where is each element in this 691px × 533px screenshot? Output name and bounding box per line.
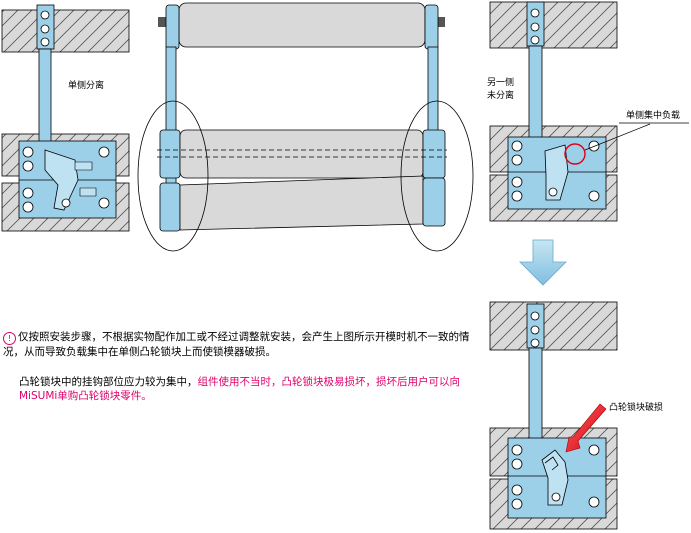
screw-icon: [98, 146, 110, 158]
axle-pin: [437, 17, 445, 27]
note-paragraph-2: 凸轮锁块中的挂钩部位应力较为集中，组件使用不当时，凸轮锁块极易损坏，损坏后用户可…: [3, 375, 473, 403]
note-text-1: 仅按照安装步骤，不根据实物配作加工或不经过调整就安装，会产生上图所示开模时机不一…: [3, 331, 470, 358]
label-single-side-separation: 单侧分离: [68, 81, 105, 91]
screw-icon: [22, 160, 34, 172]
note-text-2: 凸轮锁块中的挂钩部位应力较为集中，: [19, 376, 198, 388]
screw-icon: [98, 197, 110, 209]
damage-arrow-icon: [565, 403, 607, 453]
bottom-roller: [179, 175, 424, 231]
panel-cam-lock-damaged: [489, 301, 618, 530]
notes-block: !仅按照安装步骤，不根据实物配作加工或不经过调整就安装，会产生上图所示开模时机不…: [3, 330, 473, 419]
down-arrow-icon: [519, 239, 567, 286]
top-roller: [178, 2, 426, 48]
label-other-side-line2: 未分离: [487, 91, 515, 101]
bolt-icon: [40, 24, 50, 34]
axle-pin: [158, 17, 166, 27]
lever-arm: [38, 48, 52, 145]
screw-icon: [22, 201, 34, 213]
bolt-icon: [40, 37, 50, 47]
panel-single-side-separated: [1, 4, 130, 232]
mold-plate-top: [1, 9, 130, 53]
middle-roller: [179, 129, 424, 179]
note-paragraph-1: !仅按照安装步骤，不根据实物配作加工或不经过调整就安装，会产生上图所示开模时机不…: [3, 330, 473, 359]
label-other-side-line1: 另一侧: [487, 78, 515, 88]
panel-other-side-not-separated: [489, 1, 689, 222]
highlight-ellipse-left: [137, 100, 209, 252]
note-text-2-red: 组件使用不当时，凸轮锁块极易损坏，损坏后用户可以向MiSUMi单购凸轮锁块零件。: [19, 376, 460, 402]
label-load-concentration: 单侧集中负载: [626, 111, 681, 121]
pivot-icon: [61, 198, 71, 208]
bolt-icon: [40, 10, 50, 20]
screw-icon: [22, 187, 34, 199]
label-cam-damage: 凸轮锁块破损: [609, 403, 664, 413]
warning-icon: !: [3, 332, 16, 345]
broken-cam-lock: [541, 449, 569, 506]
highlight-ellipse-right: [400, 100, 474, 252]
screw-icon: [22, 146, 34, 158]
panel-roller-view: [137, 2, 474, 252]
load-highlight-circle: [564, 143, 586, 165]
